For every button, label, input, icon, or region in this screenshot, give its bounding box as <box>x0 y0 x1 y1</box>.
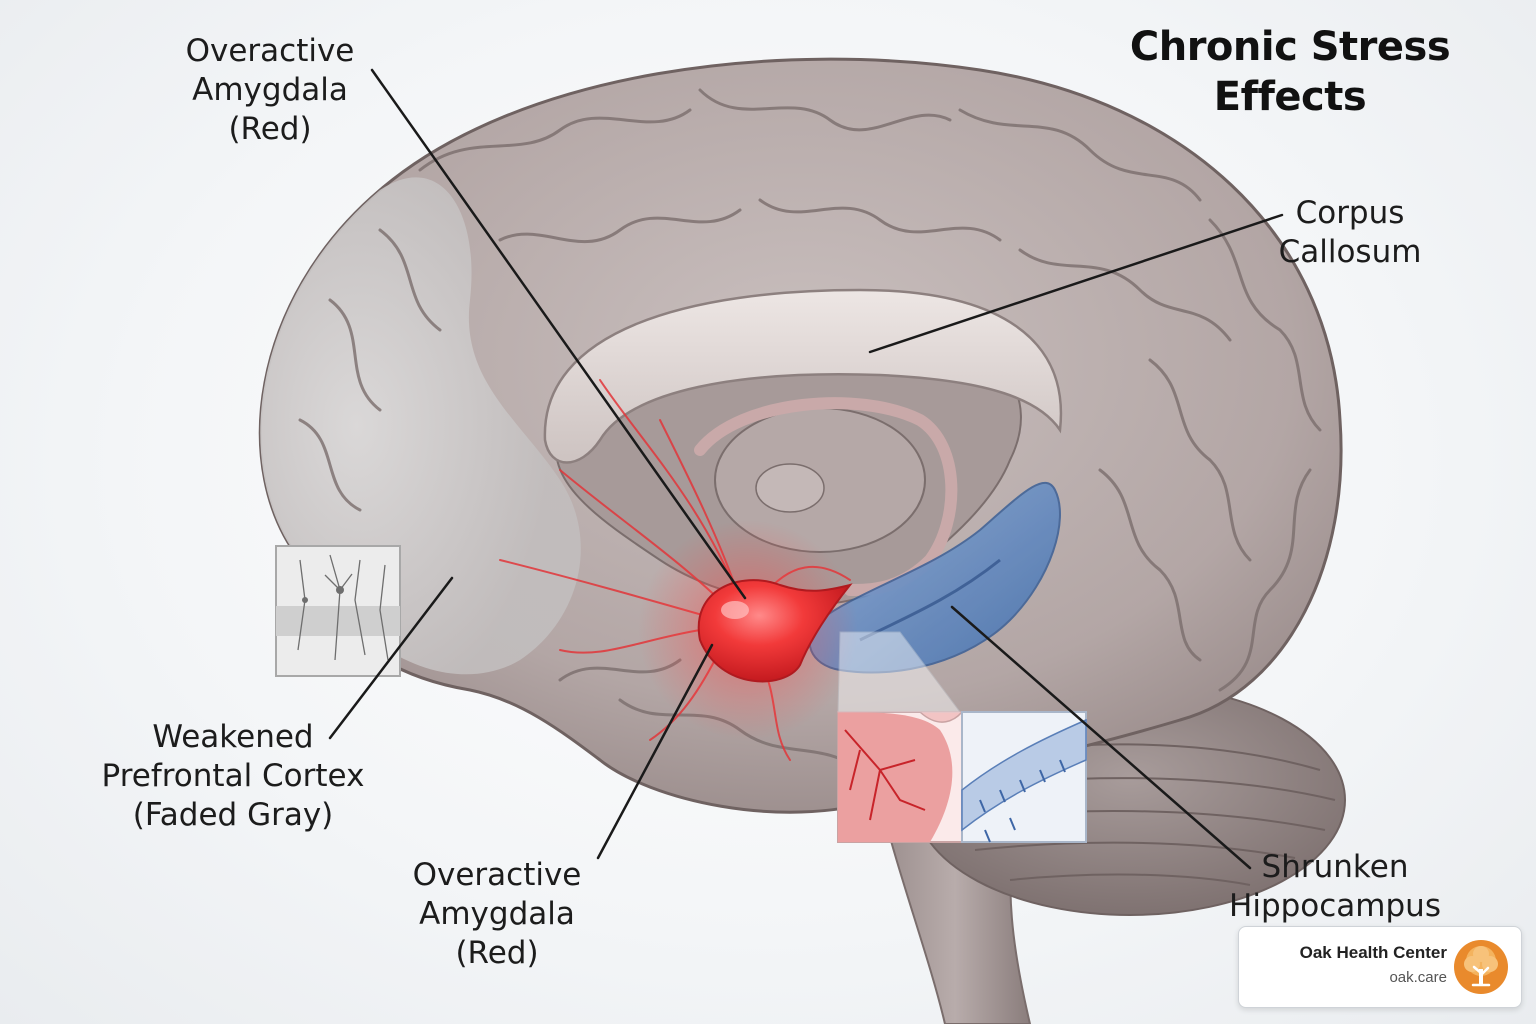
hippocampus-inset <box>961 711 1087 843</box>
label-corpus-callosum: Corpus Callosum <box>1278 195 1422 270</box>
label-prefrontal-cortex: Weakened Prefrontal Cortex (Faded Gray) <box>101 719 365 833</box>
oak-tree-icon <box>1454 940 1508 994</box>
corpus-callosum <box>543 288 1063 464</box>
thalamus <box>714 407 926 553</box>
brand-name: Oak Health Center <box>1299 943 1447 962</box>
diagram-title: Chronic Stress Effects <box>1110 22 1470 122</box>
leader-prefrontal <box>328 576 454 740</box>
leader-corpus-callosum <box>868 213 1284 354</box>
leader-amygdala-bottom <box>596 643 714 860</box>
leader-lines <box>328 68 1284 870</box>
inset-connector <box>837 631 961 713</box>
brand-badge[interactable]: Oak Health Center oak.care <box>1238 926 1522 1008</box>
title-line-1: Chronic Stress <box>1129 24 1451 70</box>
label-hippocampus: Shrunken Hippocampus <box>1229 849 1441 924</box>
prefrontal-inset <box>275 545 401 677</box>
brand-url[interactable]: oak.care <box>1389 969 1447 986</box>
title-line-2: Effects <box>1213 74 1367 120</box>
label-amygdala-bottom: Overactive Amygdala (Red) <box>412 857 582 971</box>
leader-hippocampus <box>950 605 1252 870</box>
label-amygdala-top: Overactive Amygdala (Red) <box>185 33 355 147</box>
leader-amygdala-top <box>370 68 747 600</box>
amygdala-inset <box>837 711 963 843</box>
